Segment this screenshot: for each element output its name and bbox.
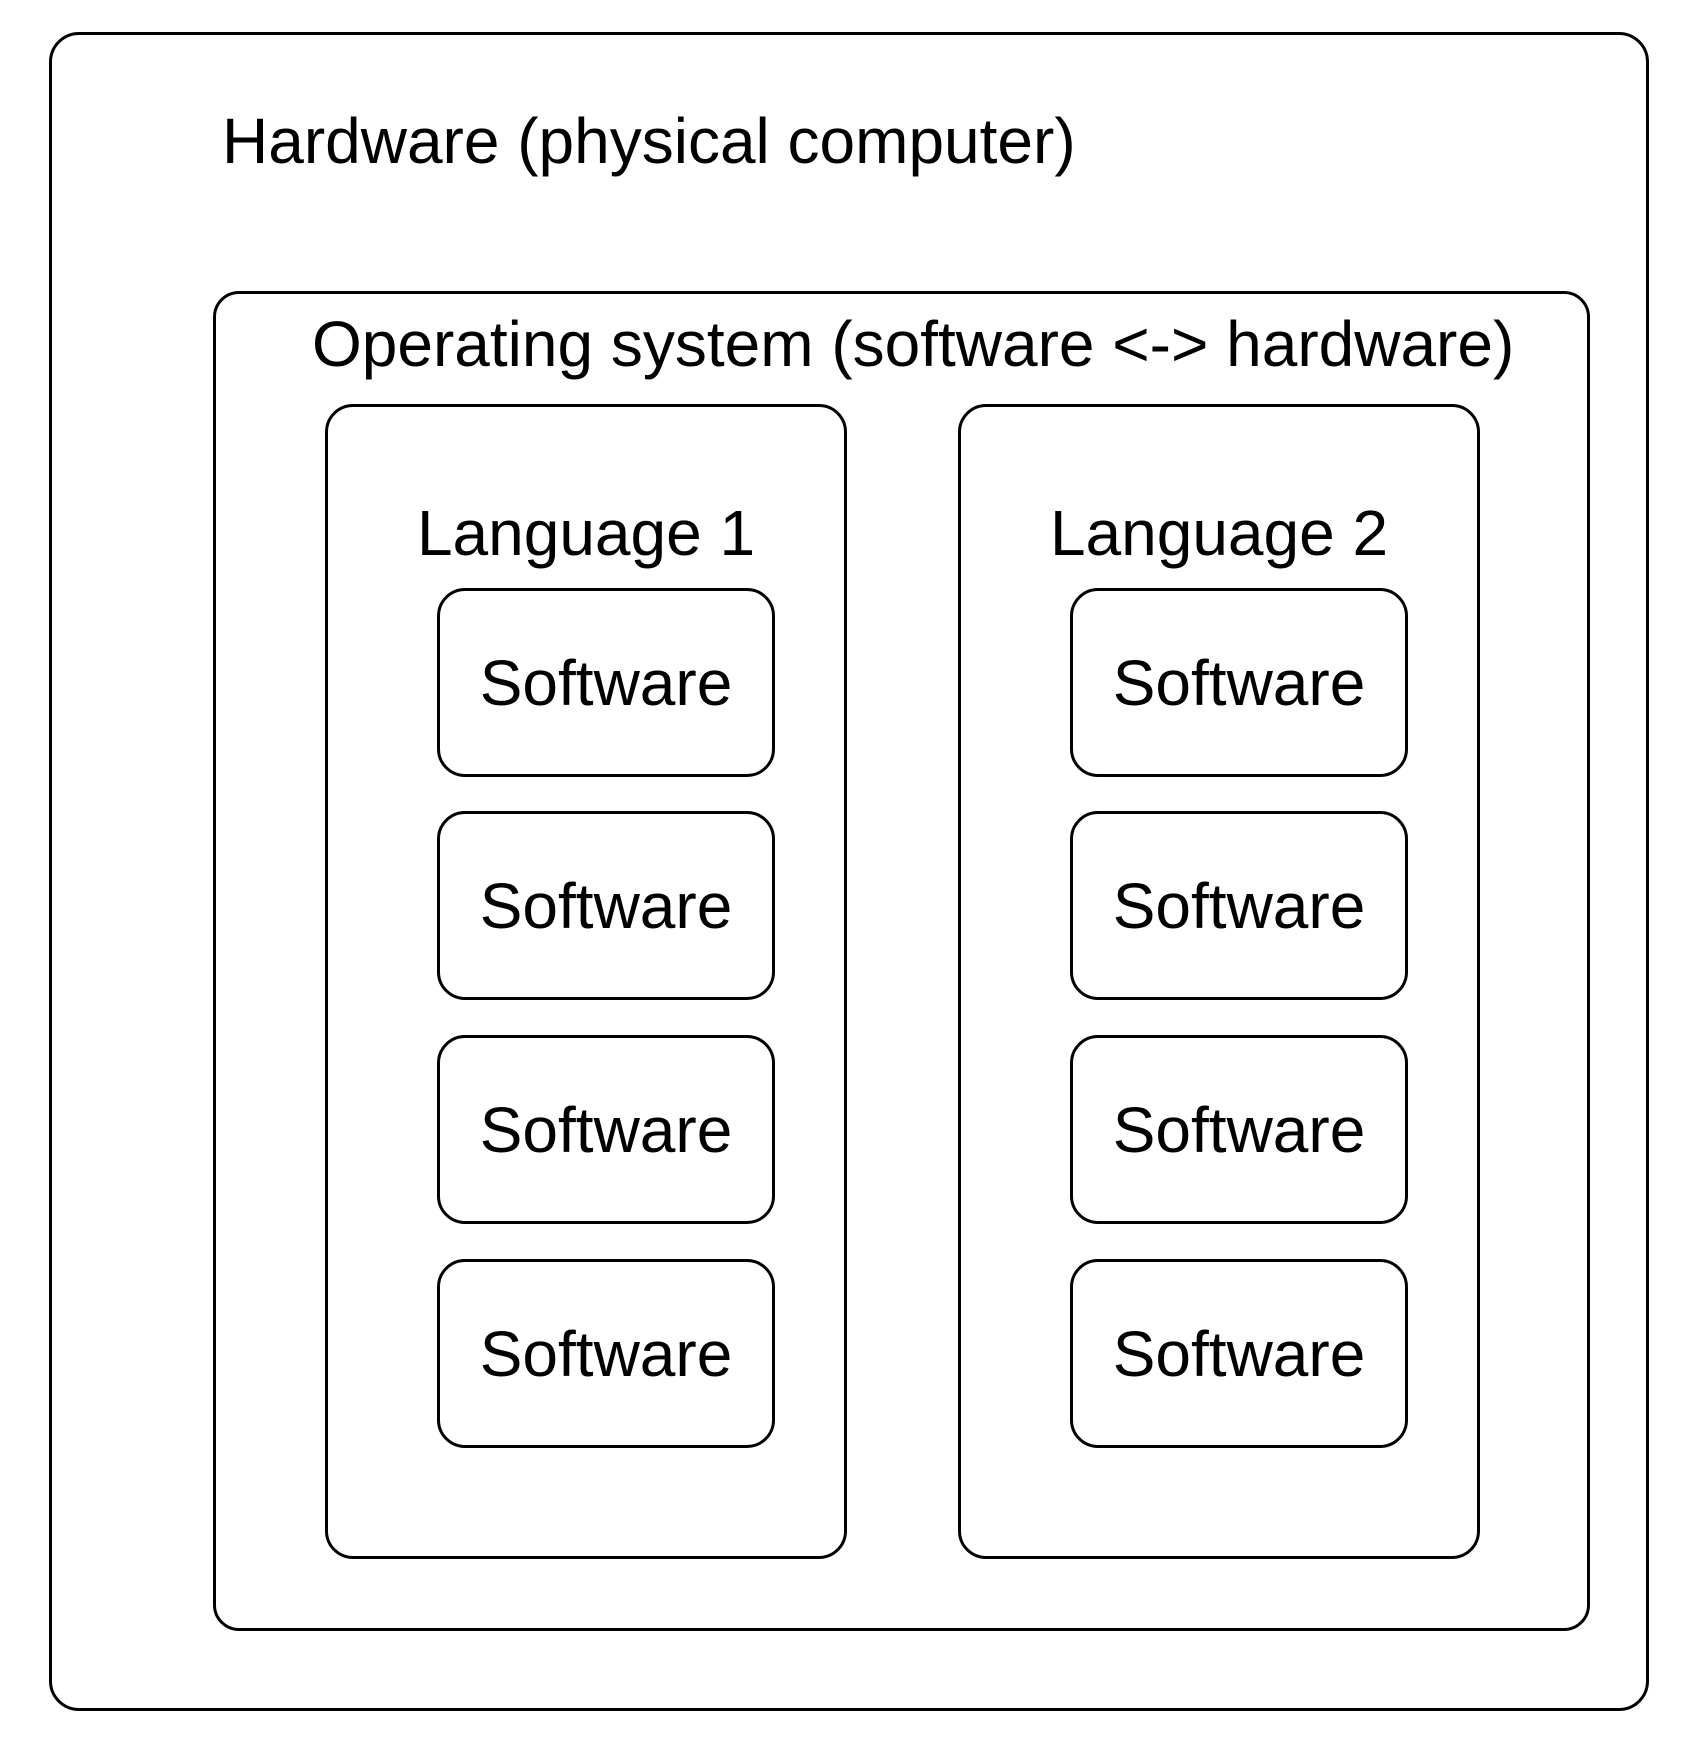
language-2-label: Language 2 — [1049, 497, 1389, 569]
software-box: Software — [1070, 1035, 1408, 1224]
software-box: Software — [437, 1035, 775, 1224]
operating-system-label: Operating system (software <-> hardware) — [312, 308, 1515, 380]
hardware-label: Hardware (physical computer) — [222, 105, 1076, 177]
software-box: Software — [1070, 811, 1408, 1000]
language-1-label: Language 1 — [416, 497, 756, 569]
software-box: Software — [437, 1259, 775, 1448]
software-box: Software — [1070, 588, 1408, 777]
language-1-box: Language 1 Software Software Software So… — [325, 404, 847, 1559]
software-box: Software — [437, 588, 775, 777]
operating-system-box: Operating system (software <-> hardware)… — [213, 291, 1590, 1631]
software-box: Software — [437, 811, 775, 1000]
hardware-box: Hardware (physical computer) Operating s… — [49, 32, 1649, 1711]
language-2-box: Language 2 Software Software Software So… — [958, 404, 1480, 1559]
software-box: Software — [1070, 1259, 1408, 1448]
